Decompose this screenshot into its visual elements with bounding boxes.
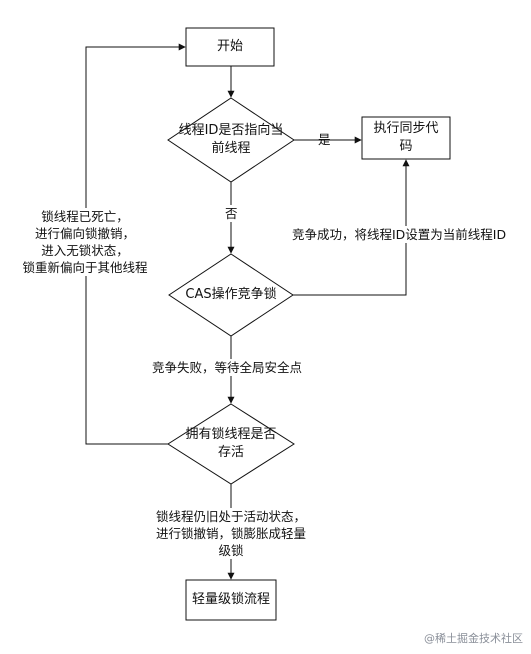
alive-line3: 级锁	[218, 543, 244, 558]
cas-text: CAS操作竞争锁	[185, 287, 277, 302]
owner-alive-label: 拥有锁线程是否 存活	[168, 424, 294, 464]
edge-label-no: 否	[225, 205, 238, 222]
lightweight-text: 轻量级锁流程	[191, 592, 270, 607]
start-label: 开始	[186, 28, 274, 66]
edge-label-yes: 是	[318, 132, 331, 147]
start-node	[185, 27, 275, 67]
dead-line1: 锁线程已死亡，	[41, 209, 129, 224]
exec-sync-line1: 执行同步代	[373, 121, 439, 136]
check-thread-line2: 前线程	[211, 141, 251, 156]
owner-alive-line1: 拥有锁线程是否	[185, 427, 277, 442]
exec-sync-node	[361, 116, 451, 160]
dead-line3: 进入无锁状态，	[41, 243, 129, 258]
edge-label-alive: 锁线程仍旧处于活动状态， 进行锁撤销，锁膨胀成轻量 级锁	[148, 508, 314, 559]
check-thread-label: 线程ID是否指向当 前线程	[168, 120, 294, 160]
lightweight-label: 轻量级锁流程	[186, 580, 276, 620]
edge-label-cas-fail: 竞争失败，等待全局安全点	[152, 359, 303, 376]
edge-cas-success	[293, 159, 410, 296]
check-thread-line1: 线程ID是否指向当	[178, 123, 284, 138]
alive-line2: 进行锁撤销，锁膨胀成轻量	[155, 526, 306, 541]
dead-line4: 锁重新偏向于其他线程	[22, 260, 148, 275]
lightweight-node	[185, 579, 277, 621]
cas-label: CAS操作竞争锁	[169, 285, 293, 305]
dead-line2: 进行偏向锁撤销，	[34, 226, 135, 241]
exec-sync-label: 执行同步代 码	[362, 117, 450, 159]
exec-sync-line2: 码	[399, 139, 413, 154]
edge-label-dead: 锁线程已死亡， 进行偏向锁撤销， 进入无锁状态， 锁重新偏向于其他线程	[10, 208, 160, 276]
alive-line1: 锁线程仍旧处于活动状态，	[155, 509, 306, 524]
edge-label-cas-success: 竞争成功，将线程ID设置为当前线程ID	[292, 226, 507, 243]
owner-alive-line2: 存活	[217, 445, 244, 460]
watermark: @稀土掘金技术社区	[424, 632, 523, 645]
start-text: 开始	[216, 39, 243, 54]
